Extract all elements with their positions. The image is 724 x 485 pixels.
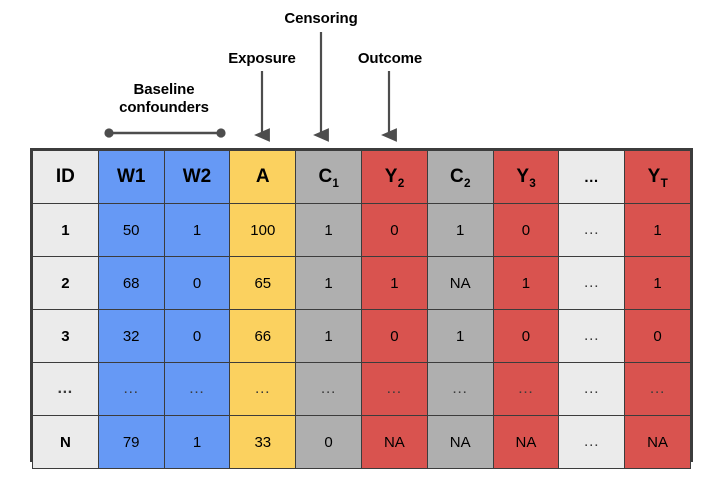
cell-yt: 0 (624, 309, 691, 363)
column-header-y2: Y2 (360, 150, 428, 204)
cell-id: … (32, 362, 99, 416)
cell-ellipsis: … (558, 256, 626, 310)
column-header-w2: W2 (163, 150, 231, 204)
cell-a: … (229, 362, 297, 416)
cell-ellipsis: … (558, 309, 626, 363)
cell-id: 1 (32, 203, 99, 257)
cell-c1: 1 (295, 203, 362, 257)
cell-a: 66 (229, 309, 297, 363)
cell-c1: 1 (295, 256, 362, 310)
cell-w2: … (163, 362, 231, 416)
cell-a: 100 (229, 203, 297, 257)
cell-w1: 68 (97, 256, 165, 310)
cell-id: N (32, 415, 99, 469)
annotation-label-outcome: Outcome (357, 50, 423, 67)
cell-yt: NA (624, 415, 691, 469)
cell-y2: … (360, 362, 428, 416)
cell-c1: 0 (295, 415, 362, 469)
column-header-ellipsis: … (558, 150, 626, 204)
column-header-y3: Y3 (492, 150, 560, 204)
annotation-label-exposure: Exposure (228, 50, 296, 67)
cell-id: 3 (32, 309, 99, 363)
cell-c2: 1 (426, 203, 494, 257)
cell-id: 2 (32, 256, 99, 310)
cell-y3: 0 (492, 203, 560, 257)
cell-y3: 1 (492, 256, 560, 310)
cell-yt: 1 (624, 203, 691, 257)
cell-w1: … (97, 362, 165, 416)
cell-w2: 1 (163, 415, 231, 469)
cell-c1: 1 (295, 309, 362, 363)
cell-y2: NA (360, 415, 428, 469)
column-header-a: A (229, 150, 297, 204)
cell-y3: NA (492, 415, 560, 469)
cell-y2: 0 (360, 203, 428, 257)
cell-y2: 0 (360, 309, 428, 363)
cell-y2: 1 (360, 256, 428, 310)
cell-y3: 0 (492, 309, 560, 363)
cell-ellipsis: … (558, 415, 626, 469)
annotation-label-censoring: Censoring (284, 10, 358, 27)
cell-c2: … (426, 362, 494, 416)
cell-ellipsis: … (558, 362, 626, 416)
cell-w1: 50 (97, 203, 165, 257)
cell-w2: 0 (163, 256, 231, 310)
cell-c2: NA (426, 415, 494, 469)
cell-yt: … (624, 362, 691, 416)
column-header-c1: C1 (295, 150, 362, 204)
table-row: ………………………… (32, 362, 691, 416)
cell-a: 33 (229, 415, 297, 469)
column-header-id: ID (32, 150, 99, 204)
column-header-yt: YT (624, 150, 691, 204)
baseline-confounders-bracket-icon (104, 128, 226, 138)
annotation-connectors (104, 32, 397, 142)
cell-yt: 1 (624, 256, 691, 310)
cell-a: 65 (229, 256, 297, 310)
cell-w1: 32 (97, 309, 165, 363)
annotation-label-baseline-confounders: Baseline confounders (119, 81, 209, 116)
cell-ellipsis: … (558, 203, 626, 257)
column-header-c2: C2 (426, 150, 494, 204)
cell-w2: 0 (163, 309, 231, 363)
cell-c1: … (295, 362, 362, 416)
cell-c2: 1 (426, 309, 494, 363)
cell-w2: 1 (163, 203, 231, 257)
cell-w1: 79 (97, 415, 165, 469)
column-header-w1: W1 (97, 150, 165, 204)
cell-c2: NA (426, 256, 494, 310)
cell-y3: … (492, 362, 560, 416)
